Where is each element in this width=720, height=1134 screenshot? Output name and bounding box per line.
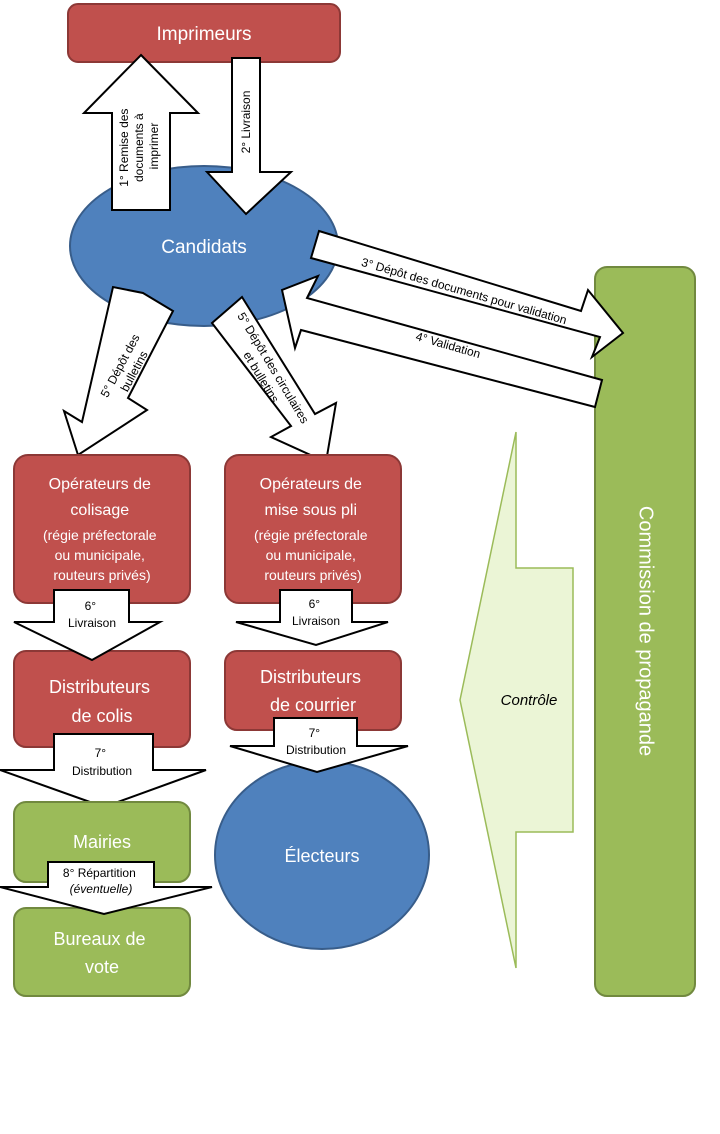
mairies-label: Mairies <box>73 832 131 852</box>
op-mise-sous-pli-node: Opérateurs de mise sous pli (régie préfe… <box>224 454 402 604</box>
arrow-distribution7-b: 7° Distribution <box>229 717 409 774</box>
arrow-validation4: 4° Validation <box>280 274 604 409</box>
livraison6-b-line-1: 6° <box>309 597 321 611</box>
svg-text:Opérateurs de colisage: Opérateurs de colisage (régie préfectora… <box>43 476 161 583</box>
repartition8-line-2: (éventuelle) <box>70 882 133 896</box>
arrow-depot5-bulletins: 5° Dépôt des bulletins <box>62 285 175 457</box>
arrow-livraison: 2° Livraison <box>204 57 294 216</box>
candidats-label: Candidats <box>161 237 247 258</box>
bureaux-node: Bureaux de vote <box>13 907 191 997</box>
op-pli-line-2: mise sous pli <box>265 502 357 519</box>
electeurs-label: Électeurs <box>284 846 359 866</box>
dist-colis-node: Distributeurs de colis <box>13 650 191 748</box>
depot3-label: 3° Dépôt des documents pour validation <box>360 255 569 327</box>
arrow-repartition8: 8° Répartition (éventuelle) <box>0 861 213 916</box>
dist-colis-line-2: de colis <box>71 706 132 726</box>
arrow-remise: 1° Remise des documents à imprimer <box>81 53 201 211</box>
imprimeurs-label: Imprimeurs <box>156 24 251 45</box>
svg-text:Bureaux de vote: Bureaux de vote <box>53 929 150 977</box>
controle-label: Contrôle <box>501 692 558 709</box>
dist-courrier-line-2: de courrier <box>270 695 356 715</box>
livraison6-a-line-1: 6° <box>85 599 97 613</box>
distribution7-a-line-2: Distribution <box>72 764 132 778</box>
svg-text:Opérateurs de mise sous: Opérateurs de mise sous pli (régie préfe… <box>254 476 372 583</box>
imprimeurs-node: Imprimeurs <box>67 3 341 63</box>
op-colisage-line-4: ou municipale, <box>55 547 145 563</box>
arrow-livraison6-b: 6° Livraison <box>235 589 389 647</box>
commission-node: Commission de propagande <box>594 266 696 997</box>
dist-courrier-node: Distributeurs de courrier <box>224 650 402 731</box>
livraison6-a-line-2: Livraison <box>68 616 116 630</box>
remise-line-2: documents à <box>132 113 146 182</box>
op-colisage-line-3: (régie préfectorale <box>43 527 157 543</box>
op-colisage-line-1: Opérateurs de <box>49 476 151 493</box>
op-colisage-node: Opérateurs de colisage (régie préfectora… <box>13 454 191 604</box>
bureaux-line-1: Bureaux de <box>53 929 145 949</box>
svg-text:1° Remise des documents: 1° Remise des documents à imprimer <box>117 105 161 187</box>
svg-text:6° Livraison: 6° Livraison <box>68 599 116 630</box>
bureaux-line-2: vote <box>85 957 119 977</box>
dist-colis-line-1: Distributeurs <box>49 677 150 697</box>
distribution7-b-line-1: 7° <box>309 726 321 740</box>
remise-line-3: imprimer <box>147 123 161 170</box>
op-pli-line-1: Opérateurs de <box>260 476 362 493</box>
arrow-livraison6-a: 6° Livraison <box>13 589 164 662</box>
livraison6-b-line-2: Livraison <box>292 614 340 628</box>
op-colisage-line-5: routeurs privés) <box>53 567 150 583</box>
op-pli-line-5: routeurs privés) <box>264 567 361 583</box>
op-pli-line-4: ou municipale, <box>266 547 356 563</box>
distribution7-b-line-2: Distribution <box>286 743 346 757</box>
svg-text:7° Distribution: 7° Distribution <box>286 726 346 757</box>
electeurs-node: Électeurs <box>214 760 430 950</box>
commission-label: Commission de propagande <box>635 506 657 756</box>
svg-text:Distributeurs de courrie: Distributeurs de courrier <box>260 667 366 715</box>
svg-text:8° Répartition (éventuel: 8° Répartition (éventuelle) <box>63 866 139 896</box>
distribution7-a-line-1: 7° <box>95 746 107 760</box>
dist-courrier-line-1: Distributeurs <box>260 667 361 687</box>
arrow-distribution7-a: 7° Distribution <box>0 733 207 809</box>
livraison2-label: 2° Livraison <box>239 91 253 154</box>
controle-arrow: Contrôle <box>459 431 574 969</box>
op-pli-line-3: (régie préfectorale <box>254 527 368 543</box>
remise-line-1: 1° Remise des <box>117 109 131 187</box>
repartition8-line-1: 8° Répartition <box>63 866 136 880</box>
svg-text:6° Livraison: 6° Livraison <box>292 597 340 628</box>
op-colisage-line-2: colisage <box>70 502 129 519</box>
svg-text:Distributeurs de colis: Distributeurs de colis <box>49 677 155 726</box>
svg-text:7° Distribution: 7° Distribution <box>72 746 132 778</box>
